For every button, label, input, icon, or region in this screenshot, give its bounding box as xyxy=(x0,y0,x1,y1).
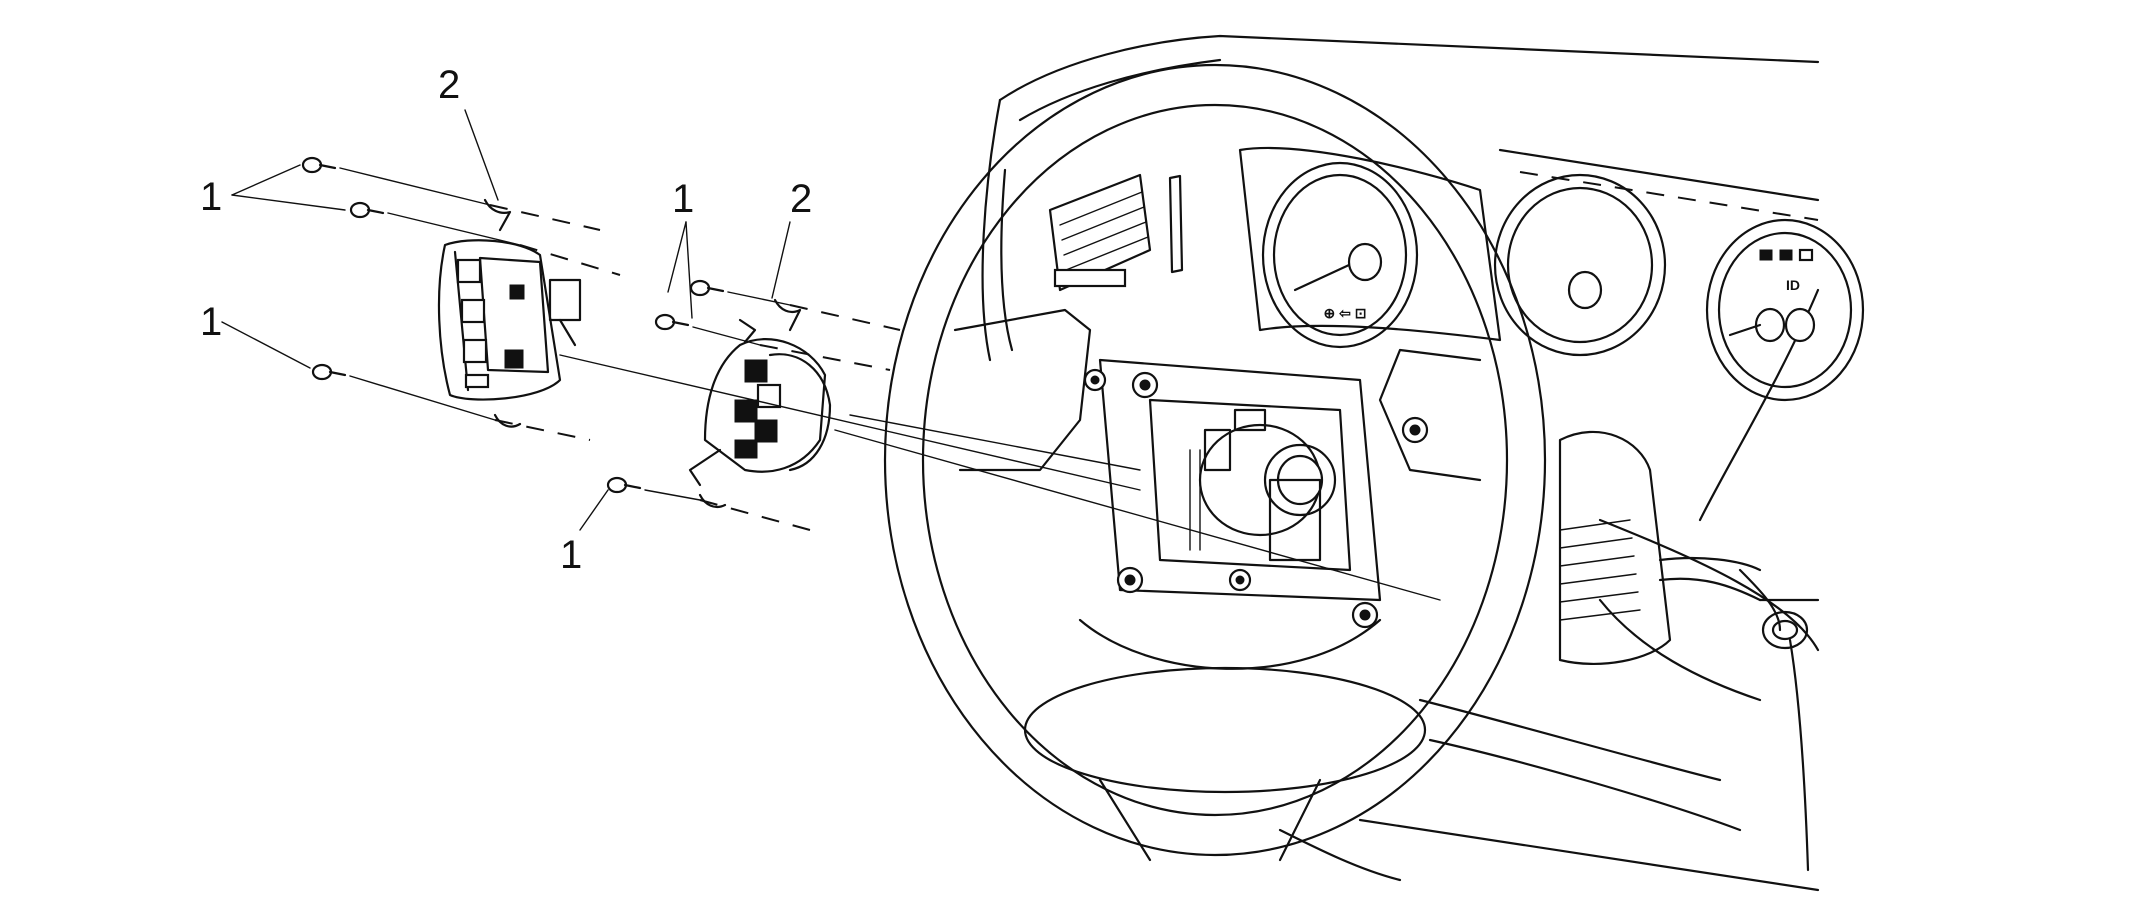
right-bracket-bottom xyxy=(698,493,727,509)
screw xyxy=(349,201,385,219)
speedometer-glyphs: ⊕ ⇦ ⊡ xyxy=(1324,305,1367,321)
auxiliary-gauge: ID xyxy=(1705,218,1865,402)
air-vent xyxy=(1048,173,1184,292)
screw xyxy=(689,279,725,297)
screw xyxy=(301,156,337,174)
left-switch-buttons xyxy=(456,258,525,389)
screw xyxy=(311,363,347,381)
callout-screw-right-lower: 1 xyxy=(560,533,582,577)
screws xyxy=(301,156,725,494)
steering-column xyxy=(1558,430,1809,666)
left-bracket-top xyxy=(483,198,512,232)
steering-wheel xyxy=(883,63,1547,862)
speedometer-gauge: ⊕ ⇦ ⊡ xyxy=(1261,161,1419,349)
callout-leaders xyxy=(221,109,791,531)
callout-screw-set-left: 1 xyxy=(200,175,222,219)
tachometer-gauge xyxy=(1493,173,1667,357)
callout-bracket-left: 2 xyxy=(438,63,460,107)
auxiliary-gauge-glyph: ID xyxy=(1786,277,1800,293)
callout-labels: 1 2 1 1 2 1 xyxy=(200,63,812,577)
left-bracket-bottom xyxy=(493,413,522,428)
screw xyxy=(654,313,690,331)
right-bracket-mid xyxy=(738,318,757,344)
assembly-lines xyxy=(339,167,1441,601)
right-switch-buttons xyxy=(734,359,782,459)
callout-screw-set-right: 1 xyxy=(672,177,694,221)
callout-bracket-right: 2 xyxy=(790,177,812,221)
instrument-cluster: ⊕ ⇦ ⊡ ID xyxy=(1238,146,1865,402)
screw xyxy=(606,476,642,494)
left-control-switch xyxy=(437,198,582,428)
right-control-switch xyxy=(688,298,832,509)
steering-wheel-hub xyxy=(1083,358,1429,629)
hub-mount-bolts xyxy=(1083,368,1429,629)
callout-screw-left-lower: 1 xyxy=(200,300,222,344)
